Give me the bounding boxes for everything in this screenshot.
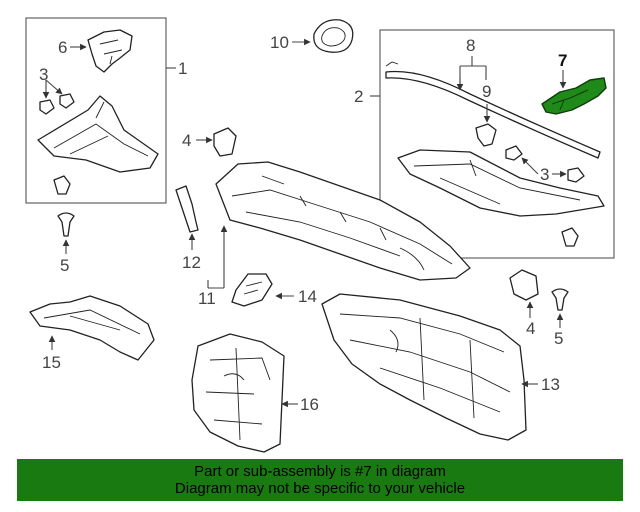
callout-16: 16 — [300, 395, 319, 414]
part-6 — [87, 29, 133, 73]
callout-15: 15 — [42, 353, 61, 372]
part-4-upper — [213, 127, 237, 157]
banner-line-1: Part or sub-assembly is #7 in diagram — [194, 463, 446, 480]
part-9 — [475, 123, 497, 147]
callout-4-upper: 4 — [182, 131, 191, 150]
callout-5-right: 5 — [554, 329, 563, 348]
part-12 — [175, 185, 199, 233]
callout-9: 9 — [482, 82, 491, 101]
part-7-highlighted — [541, 77, 607, 115]
part-5-right — [551, 288, 569, 311]
bolt-right-box — [561, 227, 579, 247]
callout-3-right: 3 — [540, 165, 549, 184]
part-10 — [313, 19, 354, 53]
bolt-left-box — [53, 175, 71, 195]
callout-12: 12 — [182, 253, 201, 272]
part-13 — [321, 293, 527, 441]
callout-6: 6 — [58, 38, 67, 57]
callout-11: 11 — [198, 289, 216, 308]
part-15 — [29, 295, 155, 361]
callout-8: 8 — [466, 36, 475, 55]
notice-banner: Part or sub-assembly is #7 in diagram Di… — [17, 459, 623, 501]
callout-7: 7 — [558, 51, 567, 70]
group-box-2 — [379, 29, 615, 259]
callout-1: 1 — [178, 59, 187, 78]
part-4-lower — [509, 269, 539, 301]
callout-13: 13 — [541, 375, 560, 394]
part-3-left — [39, 93, 75, 115]
callout-10: 10 — [270, 33, 289, 52]
part-8-weatherstrip — [385, 61, 601, 159]
callout-4-lower: 4 — [526, 319, 535, 338]
part-5-left — [57, 212, 75, 237]
callout-5-left: 5 — [60, 256, 69, 275]
banner-line-2: Diagram may not be specific to your vehi… — [174, 480, 466, 497]
callout-3-left: 3 — [39, 65, 48, 84]
part-3-right — [505, 145, 585, 183]
callout-14: 14 — [298, 287, 317, 306]
part-11-main-panel — [215, 161, 471, 281]
part-2-panel — [397, 149, 605, 217]
callout-2: 2 — [354, 87, 363, 106]
group-box-1 — [25, 17, 167, 204]
part-14 — [231, 273, 273, 307]
part-1-panel — [37, 95, 159, 173]
part-16 — [191, 333, 285, 453]
